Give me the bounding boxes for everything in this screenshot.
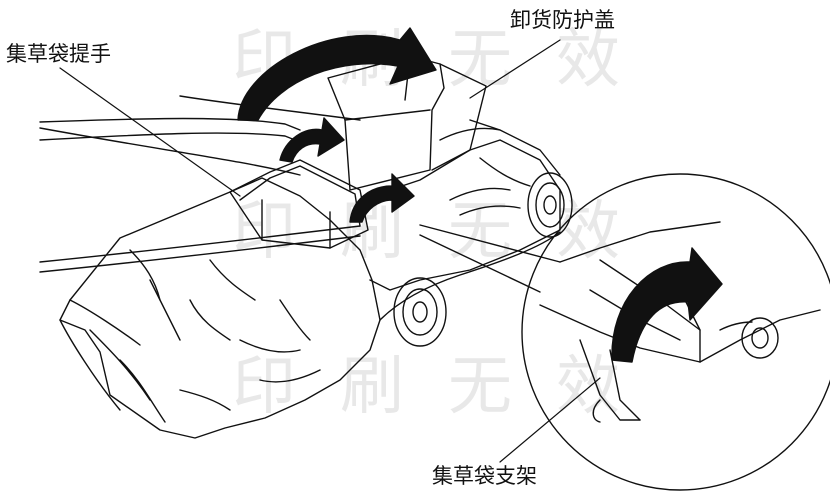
front-wheel-illustration [527, 172, 573, 238]
grass-bag-handle-label: 集草袋提手 [6, 42, 111, 66]
detail-magnifier-circle [419, 173, 830, 491]
callout-leader-lines [59, 39, 601, 463]
watermark-text: 印刷无效 [232, 350, 664, 424]
mower-handle-bars [39, 95, 361, 273]
curved-arrow-icon [237, 27, 723, 363]
rear-wheel-illustration [393, 277, 447, 347]
grass-bag-illustration [59, 177, 381, 439]
grass-bag-bracket-label: 集草袋支架 [432, 464, 537, 488]
grass-bag-handle-frame [229, 159, 369, 249]
unload-guard-cover-label: 卸货防护盖 [510, 8, 615, 32]
mower-body [359, 119, 561, 321]
